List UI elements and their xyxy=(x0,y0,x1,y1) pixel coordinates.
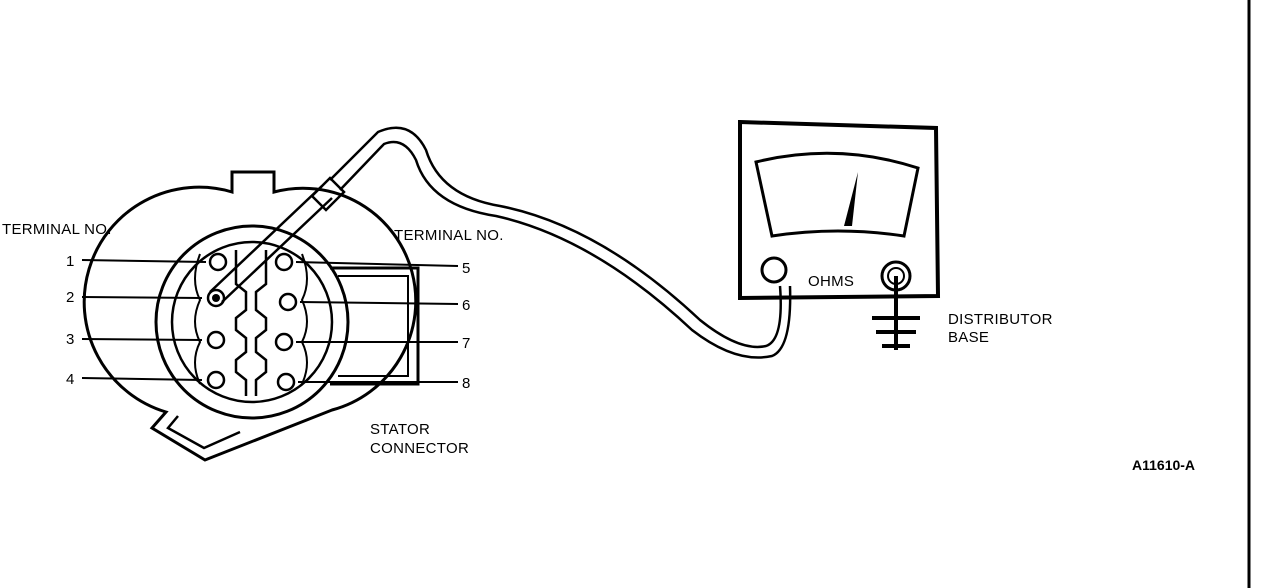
terminal-pin-1 xyxy=(208,252,228,272)
terminal-pin-3 xyxy=(206,330,226,350)
right-cavity-wall xyxy=(300,253,308,385)
probe-rod xyxy=(209,185,333,303)
terminal-pin-6 xyxy=(278,292,298,312)
stator-connector xyxy=(82,170,420,462)
leader-line-2 xyxy=(81,296,203,299)
leader-line-6 xyxy=(299,301,459,305)
ohmmeter-dial-window xyxy=(754,151,920,238)
terminal-number-8: 8 xyxy=(462,375,470,392)
leader-line-5 xyxy=(295,261,459,267)
figure-id: A11610-A xyxy=(1132,457,1195,473)
terminal-pin-2 xyxy=(206,288,226,308)
terminal-no-label-left: TERMINAL NO. xyxy=(2,221,112,238)
ohmmeter-terminal-left xyxy=(760,256,788,284)
terminal-number-4: 4 xyxy=(66,371,74,388)
probe-tip xyxy=(212,294,220,302)
ohmmeter xyxy=(738,119,941,301)
connector-face-ring xyxy=(170,240,334,404)
probe-lead-wire-inner xyxy=(339,140,792,359)
probe-handle xyxy=(310,176,346,212)
ohmmeter-case xyxy=(738,119,941,301)
terminal-pin-5 xyxy=(274,252,294,272)
leader-line-3 xyxy=(81,338,203,341)
connector-housing-outer xyxy=(82,170,418,462)
terminal-number-6: 6 xyxy=(462,297,470,314)
ohmmeter-needle xyxy=(844,172,858,226)
terminal-number-2: 2 xyxy=(66,289,74,306)
leader-line-1 xyxy=(81,259,207,263)
stator-connector-label-line2: CONNECTOR xyxy=(370,440,469,457)
connector-lock-bracket xyxy=(330,266,420,386)
terminal-pin-8 xyxy=(276,372,296,392)
connector-lock-bracket-inner xyxy=(338,275,409,377)
terminal-number-7: 7 xyxy=(462,335,470,352)
terminal-number-3: 3 xyxy=(66,331,74,348)
terminal-pin-4 xyxy=(206,370,226,390)
leader-lines xyxy=(81,259,459,383)
test-probe xyxy=(209,126,792,359)
ohms-label: OHMS xyxy=(808,273,854,290)
pin-cavity-divider xyxy=(234,250,268,396)
leader-line-4 xyxy=(81,377,203,381)
probe-lead-wire-outer xyxy=(329,126,782,349)
ground-icon xyxy=(872,276,920,350)
distributor-base-label-line2: BASE xyxy=(948,329,989,346)
terminal-no-label-right: TERMINAL NO. xyxy=(394,227,504,244)
left-cavity-wall xyxy=(194,253,202,385)
terminal-number-1: 1 xyxy=(66,253,74,270)
stator-connector-label-line1: STATOR xyxy=(370,421,430,438)
distributor-base-label-line1: DISTRIBUTOR xyxy=(948,311,1053,328)
connector-bottom-tab xyxy=(166,415,241,450)
terminal-pin-7 xyxy=(274,332,294,352)
terminal-number-5: 5 xyxy=(462,260,470,277)
connector-inner-ring xyxy=(154,224,350,420)
